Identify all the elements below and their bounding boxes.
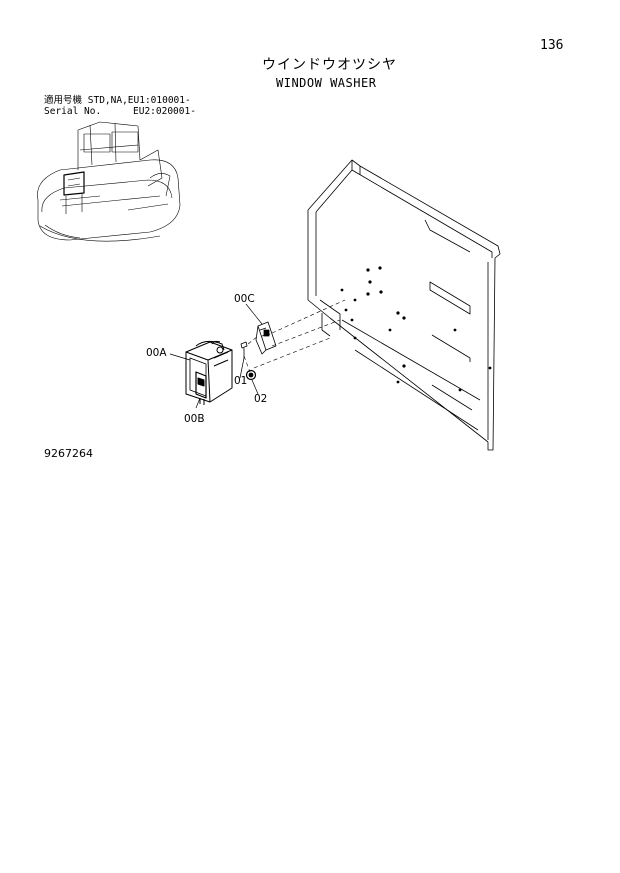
panel-mounting-holes	[340, 266, 492, 392]
applicability-label: 適用号機	[44, 95, 83, 106]
callout-02: 02	[254, 393, 268, 405]
drawing-number: 9267264	[44, 447, 93, 460]
callout-00c: 00C	[234, 293, 255, 305]
callout-00a: 00A	[146, 347, 167, 359]
applicability-models: STD,NA,EU1:010001-	[87, 95, 191, 106]
serial-label: Serial No.	[44, 106, 102, 117]
callout-01: 01	[234, 375, 248, 387]
bracket-00c	[255, 321, 277, 355]
machine-overview-illustration	[37, 121, 181, 242]
page-number: 136	[540, 38, 564, 53]
callout-leaders	[169, 303, 263, 409]
callout-00b: 00B	[184, 413, 205, 425]
title-japanese: ウインドウオツシヤ	[262, 57, 397, 73]
applicability-eu2: EU2:020001-	[133, 106, 196, 117]
cab-side-panel	[307, 159, 501, 451]
title-english: WINDOW WASHER	[276, 76, 377, 90]
washer-tank-00a	[185, 340, 233, 405]
nut-02	[245, 369, 257, 381]
screw-01	[240, 341, 248, 358]
applicability-line: 適用号機 STD,NA,EU1:010001-	[44, 96, 191, 106]
